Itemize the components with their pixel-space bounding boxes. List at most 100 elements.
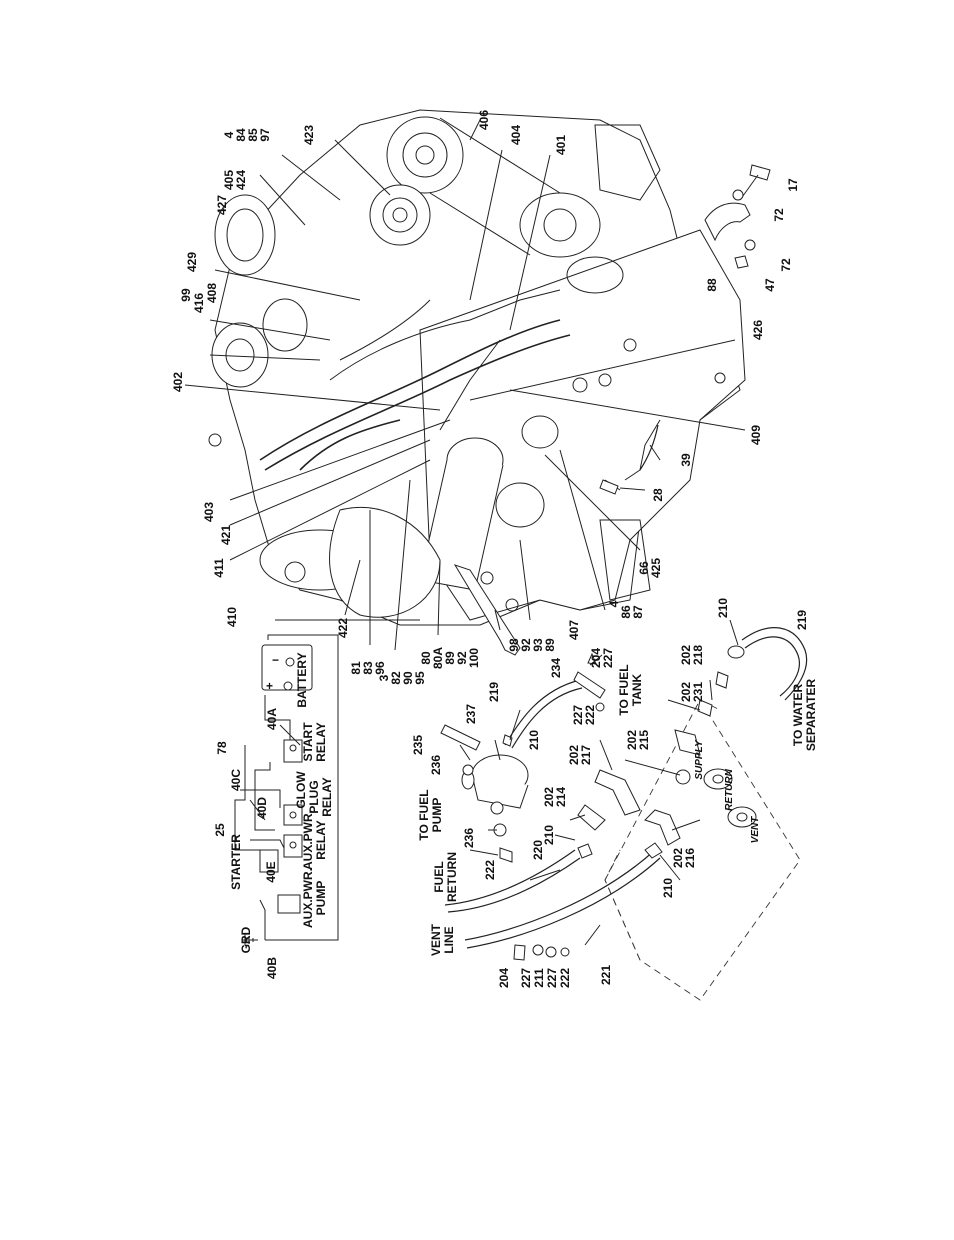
label-supply: SUPPLY xyxy=(694,739,705,780)
label-to-fuel-pump-2: PUMP xyxy=(430,798,444,833)
callout-number: 4 xyxy=(607,600,621,607)
callout-number: 93 xyxy=(531,638,545,652)
label-fuel-return-2: RETURN xyxy=(445,852,459,902)
callout-number: 28 xyxy=(651,488,665,502)
callout-409: 409 xyxy=(749,425,763,445)
callout-number: 217 xyxy=(579,745,593,765)
callout-406: 406 xyxy=(477,110,491,130)
callout-234: 234 xyxy=(549,658,563,678)
label-return: RETURN xyxy=(724,768,735,810)
callout-number: 202 xyxy=(542,787,556,807)
callout-number: 97 xyxy=(258,128,272,142)
callout-numbers: 4 84 85 97 423 406 404 401 17 72 72 47 8… xyxy=(171,110,809,988)
callout-number: 407 xyxy=(567,620,581,640)
callout-number: 409 xyxy=(749,425,763,445)
callout-number: 222 xyxy=(558,968,572,988)
callout-236-a: 236 xyxy=(429,755,443,775)
callout-number: 222 xyxy=(583,705,597,725)
callout-number: 210 xyxy=(661,878,675,898)
label-vent: VENT xyxy=(750,816,761,844)
callout-number: 39 xyxy=(679,453,693,467)
tank-fitting xyxy=(573,671,606,699)
callout-number: 202 xyxy=(671,848,685,868)
callout-28: 28 xyxy=(651,488,665,502)
label-grd: GRD xyxy=(239,926,253,953)
callout-number: 403 xyxy=(202,502,216,522)
callout-236-b: 236 xyxy=(462,828,476,848)
callout-221: 221 xyxy=(599,965,613,985)
callout-429: 429 xyxy=(185,252,199,272)
callout-number: 234 xyxy=(549,658,563,678)
callout-number: 422 xyxy=(336,618,350,638)
callout-number: 235 xyxy=(411,735,425,755)
label-glow-plug-3: RELAY xyxy=(320,777,334,817)
callout-72b: 72 xyxy=(779,258,793,272)
callout-421: 421 xyxy=(219,525,233,545)
callout-407: 407 xyxy=(567,620,581,640)
callout-3-82-90-95: 3 82 90 95 xyxy=(377,671,427,685)
callout-number: 404 xyxy=(509,125,523,145)
callout-number: 402 xyxy=(171,372,185,392)
label-vent-line-2: LINE xyxy=(442,926,456,953)
leader-lines xyxy=(184,119,746,946)
callout-98-92-93-89: 98 92 93 89 xyxy=(507,638,557,652)
callout-4-84-85-97: 4 84 85 97 xyxy=(222,128,272,142)
callout-411: 411 xyxy=(212,558,226,578)
callout-number: 227 xyxy=(601,648,615,668)
callout-number: 231 xyxy=(691,682,705,702)
callout-number: 86 xyxy=(619,605,633,619)
callout-number: 219 xyxy=(487,682,501,702)
callout-number: 211 xyxy=(532,968,546,988)
callout-405-424: 405 424 xyxy=(222,170,248,190)
callout-202-214: 202 214 xyxy=(542,787,568,807)
alternator-pulley xyxy=(386,116,464,194)
callout-404: 404 xyxy=(509,125,523,145)
label-40e: 40E xyxy=(264,861,278,882)
callout-number: 219 xyxy=(795,610,809,630)
callout-210-c: 210 xyxy=(542,825,556,845)
callout-222: 222 xyxy=(483,860,497,880)
callout-219-upper: 219 xyxy=(487,682,501,702)
callout-80-80a-89-92-100: 80 80A 89 92 100 xyxy=(419,647,481,669)
callout-423: 423 xyxy=(302,125,316,145)
callout-number: 100 xyxy=(467,648,481,668)
callout-number: 423 xyxy=(302,125,316,145)
callout-number: 92 xyxy=(455,651,469,665)
callout-number: 204 xyxy=(589,648,603,668)
clamp-bracket xyxy=(704,202,751,242)
callout-81-83-96: 81 83 96 xyxy=(349,661,387,675)
callout-number: 72 xyxy=(772,208,786,222)
callout-403: 403 xyxy=(202,502,216,522)
callout-202-217: 202 217 xyxy=(567,745,593,765)
callout-number: 222 xyxy=(483,860,497,880)
callout-number: 424 xyxy=(234,170,248,190)
callout-number: 227 xyxy=(571,705,585,725)
callout-237: 237 xyxy=(464,704,478,724)
callout-72a: 72 xyxy=(772,208,786,222)
label-25: 25 xyxy=(213,823,227,837)
callout-202-218: 202 218 xyxy=(679,645,705,665)
callout-210-b: 210 xyxy=(527,730,541,750)
callout-number: 236 xyxy=(462,828,476,848)
callout-401: 401 xyxy=(554,135,568,155)
callout-number: 227 xyxy=(519,968,533,988)
callout-39: 39 xyxy=(679,453,693,467)
label-start-relay-2: RELAY xyxy=(314,722,328,762)
label-glow-plug-2: PLUG xyxy=(307,780,321,813)
callout-number: 210 xyxy=(527,730,541,750)
callout-number: 202 xyxy=(679,682,693,702)
callout-number: 425 xyxy=(649,558,663,578)
callout-number: 421 xyxy=(219,525,233,545)
callout-number: 95 xyxy=(413,671,427,685)
label-to-fuel-tank-1: TO FUEL xyxy=(617,664,631,715)
callout-number: 218 xyxy=(691,645,705,665)
label-fuel-return-1: FUEL xyxy=(432,861,446,892)
callout-number: 426 xyxy=(751,320,765,340)
battery-positive-sign: + xyxy=(266,679,273,693)
callout-219-lower: 219 xyxy=(795,610,809,630)
label-aux-pump-1: AUX.PWR. xyxy=(301,868,315,928)
callout-number: 90 xyxy=(401,671,415,685)
callout-number: 408 xyxy=(205,283,219,303)
callout-number: 98 xyxy=(507,638,521,652)
